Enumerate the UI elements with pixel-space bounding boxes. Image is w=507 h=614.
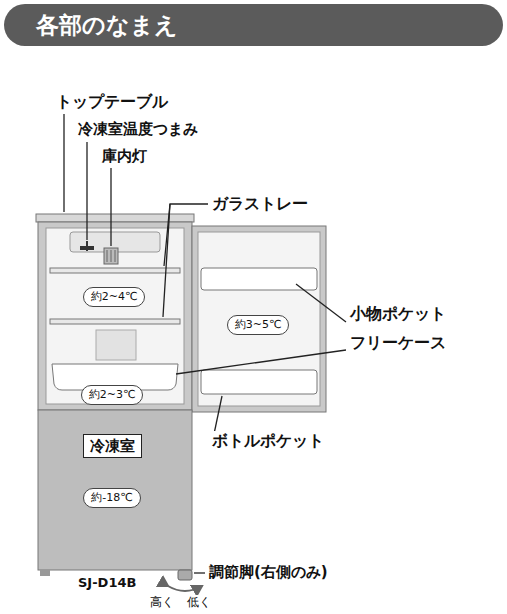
temperature-label: 約2~3℃ xyxy=(89,388,136,401)
title-bar: 各部のなまえ xyxy=(4,4,503,46)
knob-mark xyxy=(86,241,88,251)
compartment-name: 冷凍室 xyxy=(90,437,135,455)
fridge-door xyxy=(192,226,326,412)
glass-tray xyxy=(50,319,180,324)
part-name: 小物ポケット xyxy=(350,304,446,323)
base xyxy=(40,570,50,576)
leader-line xyxy=(296,284,346,322)
temperature-pill: 約2~4℃ xyxy=(83,287,146,306)
adjustable-foot xyxy=(178,570,192,580)
door-inner xyxy=(198,232,320,406)
part-name: 調節脚(右側のみ) xyxy=(209,563,328,581)
part-name: 冷凍室温度つまみ xyxy=(78,120,198,138)
leader-line xyxy=(63,114,64,212)
part-name: 庫内灯 xyxy=(102,147,147,165)
light-grille xyxy=(115,250,116,262)
leader-line xyxy=(214,396,222,434)
leader-line xyxy=(164,204,208,266)
leader-line xyxy=(163,204,170,317)
leader-line xyxy=(176,350,346,374)
top-table xyxy=(36,214,194,222)
interior-light xyxy=(104,248,118,264)
temperature-pill: 約-18℃ xyxy=(83,488,140,507)
title: 各部のなまえ xyxy=(36,10,178,41)
part-name: トップテーブル xyxy=(56,92,168,111)
part-name: ボトルポケット xyxy=(212,431,324,450)
light-grille xyxy=(111,250,112,262)
direction-label: 低く xyxy=(187,595,211,609)
fridge-cabinet xyxy=(38,222,192,410)
leader-line xyxy=(110,168,111,246)
part-name: ガラストレー xyxy=(212,194,308,213)
glass-tray xyxy=(50,268,180,273)
temperature-pill: 約2~3℃ xyxy=(81,385,144,404)
turn-arrow xyxy=(168,586,202,591)
part-name: フリーケース xyxy=(350,333,446,352)
leader-line xyxy=(86,142,87,240)
direction-label: 高く xyxy=(150,595,174,609)
compartment-name-box: 冷凍室 xyxy=(83,434,142,458)
leader-line xyxy=(194,572,205,573)
bottle-pocket xyxy=(201,370,317,394)
temperature-label: 約2~4℃ xyxy=(91,290,138,303)
back-wall-detail xyxy=(96,330,136,360)
temperature-pill: 約3~5℃ xyxy=(227,315,290,334)
light-grille xyxy=(107,250,108,262)
temperature-label: 約3~5℃ xyxy=(235,318,282,331)
model-number: SJ-D14B xyxy=(78,575,136,591)
temperature-label: 約-18℃ xyxy=(91,491,132,504)
freezer-door xyxy=(38,410,192,570)
